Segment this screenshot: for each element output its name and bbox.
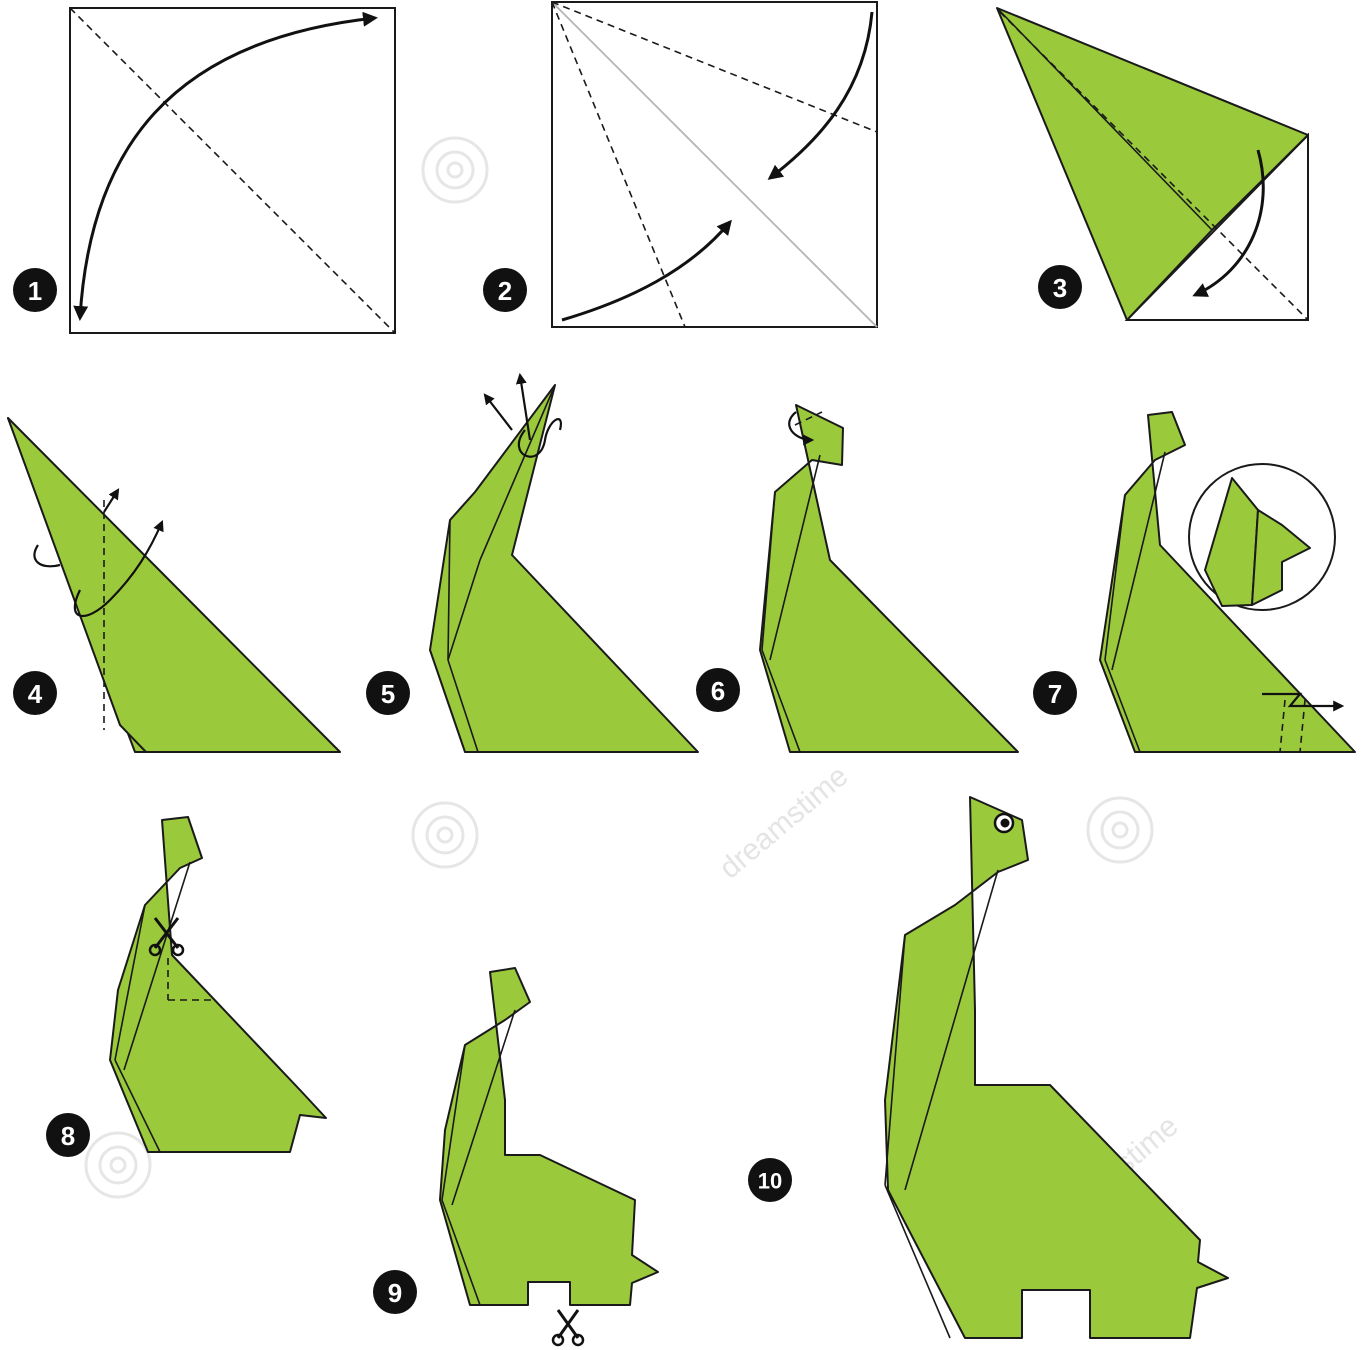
crease-line (1111, 451, 1166, 671)
fold-arrow-icon (788, 411, 815, 446)
step-6 (759, 404, 1019, 753)
step-7 (1099, 411, 1356, 753)
paper-body (109, 816, 327, 1153)
crease-line (447, 659, 479, 753)
step-number: 5 (381, 679, 395, 709)
scissors-icon (551, 1309, 585, 1347)
crease-line (123, 861, 191, 1071)
step-5 (429, 372, 699, 753)
step-10 (884, 796, 1229, 1339)
step-number: 1 (28, 276, 42, 306)
step-9 (439, 967, 659, 1347)
fold-arrow-icon (561, 219, 732, 322)
crease-line (451, 1009, 516, 1206)
step-badge-8: 8 (46, 1113, 90, 1157)
paper-body (439, 967, 659, 1306)
fold-arrow-icon (73, 519, 164, 618)
crease-line (1104, 659, 1141, 753)
step-number: 9 (388, 1278, 402, 1308)
step-badge-4: 4 (13, 671, 57, 715)
step-8 (109, 816, 327, 1153)
step-badge-7: 7 (1033, 671, 1077, 715)
fold-arrow-icon (33, 544, 61, 568)
eye-icon (993, 812, 1015, 834)
step-number: 6 (711, 676, 725, 706)
watermark-text: dreamstime (713, 759, 854, 885)
step-badge-5: 5 (366, 671, 410, 715)
paper-body (884, 796, 1229, 1339)
step-number: 10 (758, 1169, 782, 1194)
crease-line (441, 1199, 481, 1306)
fold-line (1279, 699, 1286, 753)
crease-line (114, 904, 146, 1061)
fold-arrow-icon (767, 11, 874, 180)
crease-line (769, 454, 821, 661)
fold-arrow-icon (73, 11, 378, 321)
crease-line (761, 491, 776, 651)
step-number: 4 (28, 679, 43, 709)
crease-line (114, 1059, 161, 1153)
step-badge-10: 10 (748, 1158, 792, 1202)
fold-line (794, 411, 823, 426)
scissors-icon (148, 917, 185, 957)
step-number: 3 (1053, 273, 1067, 303)
zoom-tail (1204, 477, 1259, 607)
paper-body (759, 404, 1019, 753)
step-3 (996, 7, 1309, 321)
step-badge-1: 1 (13, 268, 57, 312)
crease-line (449, 491, 476, 521)
fold-arrow-icon (515, 372, 532, 441)
fold-line (1299, 699, 1306, 753)
crease-line (1104, 494, 1126, 661)
fold-arrow-icon (483, 393, 513, 431)
step-badge-2: 2 (483, 268, 527, 312)
step-number: 2 (498, 276, 512, 306)
crease-line (479, 384, 556, 561)
crease-line (884, 934, 906, 1186)
crease-line (441, 1044, 466, 1201)
crease-line (447, 519, 451, 661)
crease-line (996, 7, 1213, 231)
fold-arrow-icon (1192, 149, 1265, 297)
step-number: 8 (61, 1121, 75, 1151)
fold-line (551, 1, 686, 328)
fold-arrow-icon (103, 488, 120, 513)
fold-line (551, 1, 878, 133)
zoom-tail-fold (1251, 509, 1311, 606)
crease-line (551, 1, 878, 328)
step-1 (69, 7, 396, 334)
paper-body-front (7, 417, 341, 753)
step-badge-6: 6 (696, 668, 740, 712)
step-4 (7, 417, 341, 753)
watermark-spiral-icon (84, 136, 1154, 1199)
fold-line (999, 11, 1309, 321)
crease-line (884, 1184, 951, 1339)
step-badge-9: 9 (373, 1270, 417, 1314)
crease-line (761, 649, 801, 753)
step-badge-3: 3 (1038, 265, 1082, 309)
paper-body (1099, 411, 1356, 753)
step-2 (551, 1, 878, 328)
step-number: 7 (1048, 679, 1062, 709)
paper-body (429, 384, 699, 753)
fold-arrow-icon (517, 418, 563, 458)
crease-line (447, 559, 481, 661)
fold-arrow-icon (1262, 692, 1345, 712)
crease-line (904, 869, 999, 1191)
